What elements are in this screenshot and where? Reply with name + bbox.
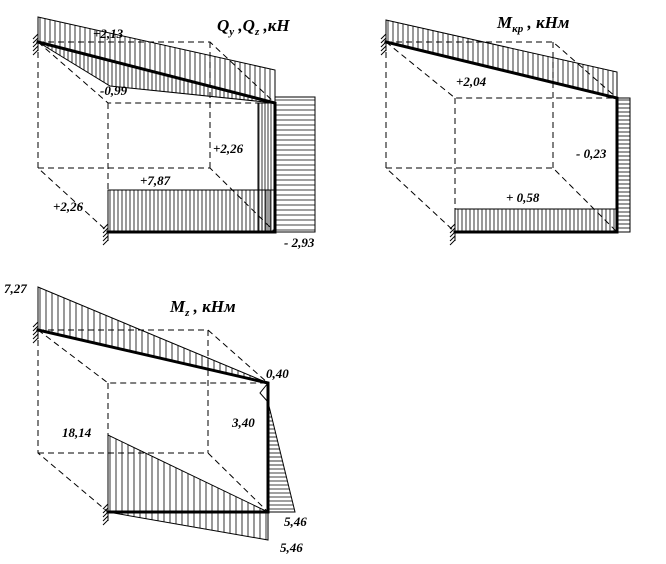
hatch-line xyxy=(380,41,387,48)
hatch-line xyxy=(32,37,39,44)
hatch-line xyxy=(102,503,109,510)
value-label: 0,40 xyxy=(266,366,289,381)
hatch-line xyxy=(32,337,39,344)
hatch-line xyxy=(380,33,387,40)
hatch-line xyxy=(380,45,387,52)
hatch-line xyxy=(449,239,456,246)
title-text: Mz , кНм xyxy=(169,297,236,319)
hatched-area xyxy=(39,287,295,540)
value-label: +2,26 xyxy=(213,141,244,156)
value-label: +2,04 xyxy=(456,74,487,89)
hatch-line xyxy=(449,235,456,242)
fixed-supports xyxy=(32,33,109,246)
hatch-line xyxy=(102,239,109,246)
fixed-supports xyxy=(380,33,456,246)
hatch-line xyxy=(449,231,456,238)
fixed-support-icon xyxy=(449,223,456,246)
hatch-line xyxy=(102,519,109,526)
hatch-line xyxy=(32,45,39,52)
hatch-line xyxy=(102,511,109,518)
frame-members xyxy=(384,40,619,234)
title: Qy ,Qz ,кН xyxy=(217,16,290,38)
hatch-line xyxy=(32,333,39,340)
fixed-support-icon xyxy=(380,33,387,56)
hatched-area xyxy=(387,20,630,232)
hatch-line xyxy=(102,507,109,514)
hatch-line xyxy=(380,49,387,56)
hatch-line xyxy=(32,49,39,56)
title: Mкр , кНм xyxy=(496,13,570,35)
fixed-support-icon xyxy=(32,33,39,56)
hatch-line xyxy=(102,223,109,230)
value-label: + 0,58 xyxy=(506,190,540,205)
fixed-support-icon xyxy=(102,503,109,526)
value-label: 18,14 xyxy=(62,425,92,440)
diagram-outlines xyxy=(37,286,296,541)
shear-force-diagram: Qy ,Qz ,кН +2,13 -0,99 +2,26 +7,87 +2,26… xyxy=(32,16,316,250)
hatch-line xyxy=(32,41,39,48)
value-label: 3,40 xyxy=(231,415,255,430)
bending-moment-diagram: Mz , кНм 7,27 0,40 3,40 18,14 5,46 5,46 xyxy=(4,281,307,555)
title-text: Mкр , кНм xyxy=(496,13,570,35)
fixed-supports xyxy=(32,321,109,526)
value-label: -0,99 xyxy=(100,83,128,98)
value-label: +7,87 xyxy=(140,173,171,188)
hatch-line xyxy=(102,235,109,242)
hatch-line xyxy=(102,231,109,238)
hatch-line xyxy=(102,515,109,522)
title-text: Qy ,Qz ,кН xyxy=(217,16,290,38)
value-label: +2,13 xyxy=(93,26,124,41)
fixed-support-icon xyxy=(102,223,109,246)
fixed-support-icon xyxy=(32,321,39,344)
value-label: 7,27 xyxy=(4,281,27,296)
value-label: - 2,93 xyxy=(284,235,315,250)
hatch-line xyxy=(102,227,109,234)
hatch-line xyxy=(32,329,39,336)
hatch-line xyxy=(449,223,456,230)
hatch-line xyxy=(32,33,39,40)
hatch-line xyxy=(380,37,387,44)
title: Mz , кНм xyxy=(169,297,236,319)
value-label: 5,46 xyxy=(280,540,303,555)
frame-members xyxy=(36,40,277,234)
frame-members xyxy=(36,328,270,514)
torque-diagram: Mкр , кНм +2,04 - 0,23 + 0,58 xyxy=(380,13,631,246)
value-label: +2,26 xyxy=(53,199,84,214)
value-label: 5,46 xyxy=(284,514,307,529)
value-label: - 0,23 xyxy=(576,146,607,161)
hatch-line xyxy=(32,321,39,328)
hatch-line xyxy=(449,227,456,234)
hatch-line xyxy=(32,325,39,332)
